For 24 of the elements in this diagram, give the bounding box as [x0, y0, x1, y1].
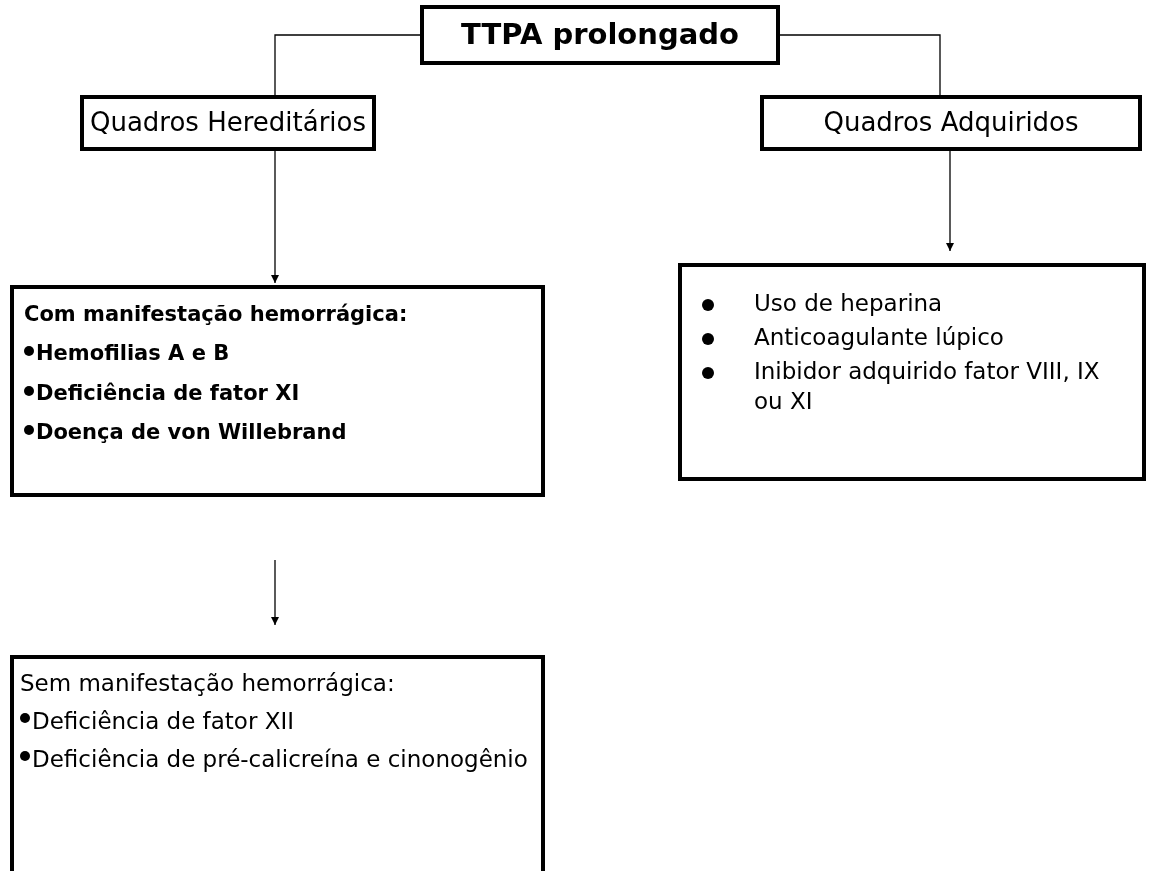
list-item: Uso de heparina: [754, 289, 943, 318]
arrow: [271, 150, 279, 284]
list-item: Hemofilias A e B: [36, 340, 230, 368]
list-heading: Com manifestação hemorrágica:: [24, 301, 409, 328]
arrow: [946, 150, 954, 252]
list-item: Deficiência de fator XI: [36, 379, 300, 407]
category-box: [80, 95, 376, 151]
arrow: [271, 559, 279, 626]
list-item: Deficiência de fator XII: [32, 706, 294, 736]
list-box: [10, 655, 545, 871]
title-box: [420, 5, 780, 65]
category-label: Quadros Hereditários: [89, 106, 367, 140]
title-text: TTPA prolongado: [461, 16, 739, 54]
list-item: Anticoagulante lúpico: [754, 322, 1004, 352]
list-heading: Sem manifestação hemorrágica:: [20, 669, 396, 698]
connector-line: [274, 34, 421, 96]
connector-line: [779, 34, 941, 96]
list-item: Deficiência de pré-calicreína e cinonogênio: [32, 744, 528, 774]
list-item: Inibidor adquirido fator VIII, IX ou XI: [754, 356, 1101, 416]
category-label: Quadros Adquiridos: [823, 106, 1079, 140]
list-box: [678, 263, 1146, 481]
category-box: [760, 95, 1142, 151]
list-item: Doença de von Willebrand: [36, 418, 347, 446]
list-box: [10, 285, 545, 497]
